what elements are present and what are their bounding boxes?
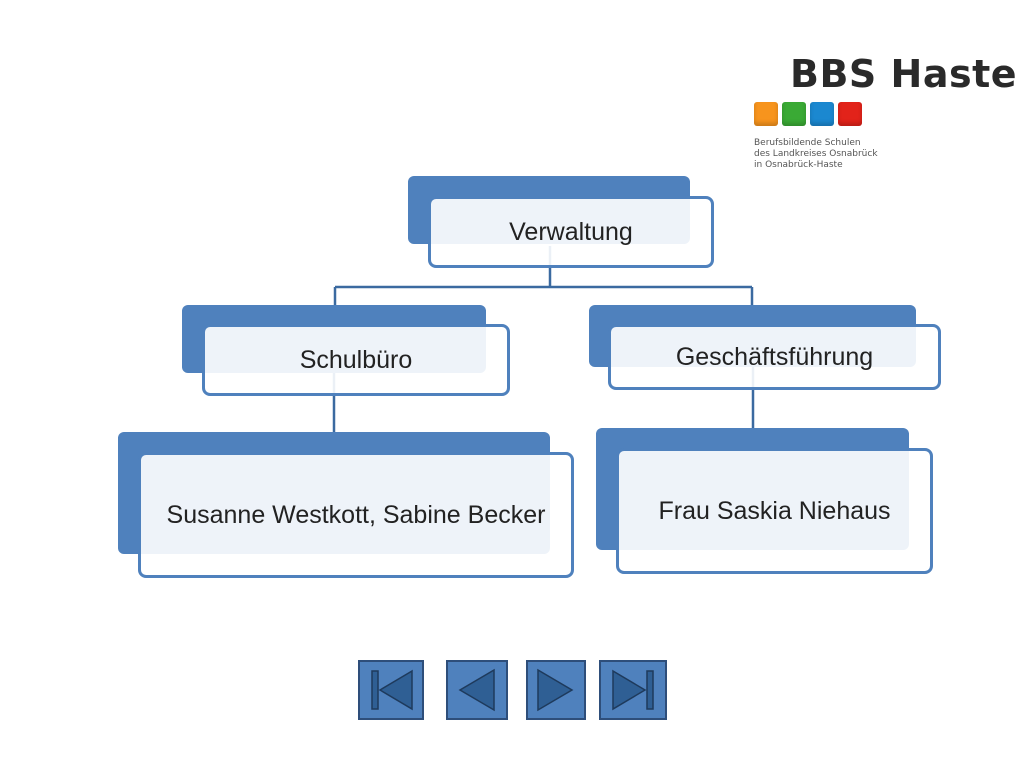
logo-color-squares	[754, 102, 862, 126]
logo-square-red	[838, 102, 862, 126]
node-front-card	[608, 324, 941, 390]
logo-subtitle-line: Berufsbildende Schulen	[754, 138, 861, 148]
previous-slide-icon	[458, 668, 495, 712]
last-slide-icon	[612, 669, 654, 711]
last-slide-button[interactable]	[599, 660, 667, 720]
next-slide-icon	[537, 668, 574, 712]
logo-subtitle-line: des Landkreises Osnabrück	[754, 149, 878, 159]
logo-square-green	[782, 102, 806, 126]
org-node-label: Schulbüro	[299, 345, 413, 374]
logo-square-blue	[810, 102, 834, 126]
org-node-label: Geschäftsführung	[675, 342, 874, 371]
logo-subtitle-line: in Osnabrück-Haste	[754, 160, 843, 170]
org-node-label: Susanne Westkott, Sabine Becker	[166, 500, 546, 529]
node-front-card	[138, 452, 574, 578]
node-front-card	[616, 448, 933, 574]
previous-slide-button[interactable]	[446, 660, 508, 720]
next-slide-button[interactable]	[526, 660, 586, 720]
first-slide-icon	[371, 669, 413, 711]
org-node-label: Verwaltung	[509, 217, 633, 246]
logo-title: BBS Haste	[790, 52, 1018, 96]
org-node-label: Frau Saskia Niehaus	[658, 496, 891, 525]
first-slide-button[interactable]	[358, 660, 424, 720]
logo-subtitle: Berufsbildende Schulen des Landkreises O…	[754, 138, 954, 171]
node-front-card	[428, 196, 714, 268]
node-front-card	[202, 324, 510, 396]
school-logo: BBS Haste Berufsbildende Schulen des Lan…	[752, 52, 1017, 182]
logo-square-orange	[754, 102, 778, 126]
